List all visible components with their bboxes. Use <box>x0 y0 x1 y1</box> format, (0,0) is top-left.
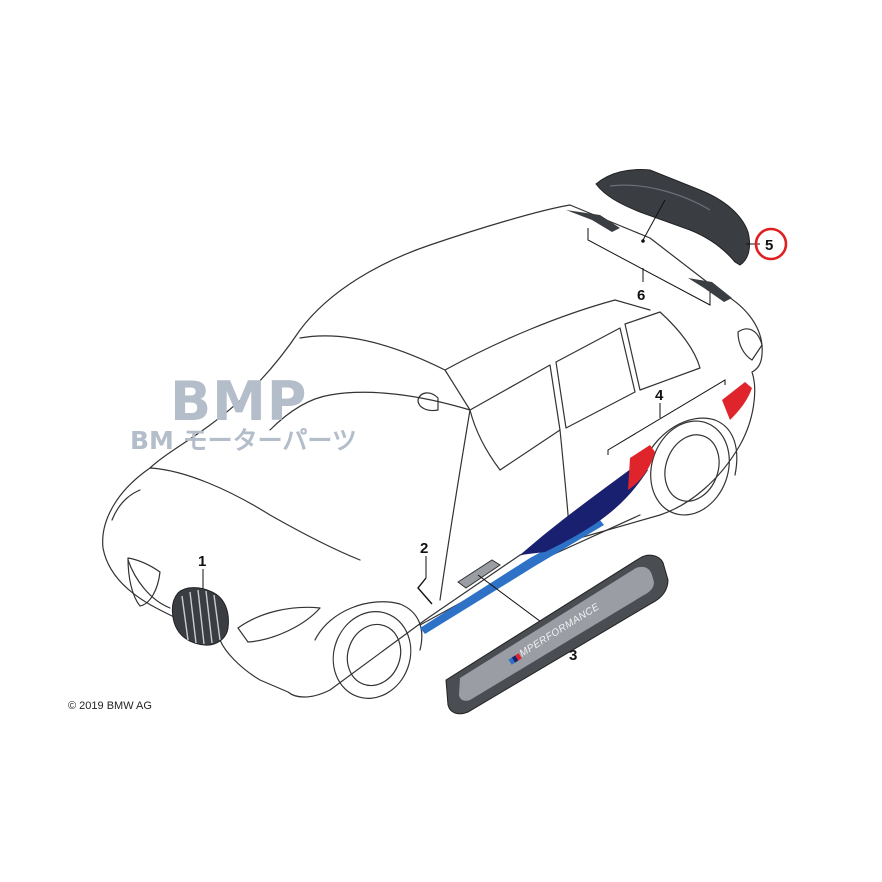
side-mirror <box>417 392 439 412</box>
front-wheel-arch <box>314 601 423 651</box>
callout-label-4: 4 <box>655 387 664 404</box>
rear-wheel-inner <box>664 434 720 502</box>
windshield <box>269 335 471 431</box>
quarter-window <box>624 311 701 391</box>
spoiler-highlight <box>609 184 711 211</box>
front-wheel-inner <box>346 623 402 687</box>
kidney-grille: 1 <box>171 553 229 646</box>
entry-light-bracket <box>417 577 433 605</box>
car-body <box>102 204 763 698</box>
roof-trim-rear <box>688 278 732 302</box>
door-entry-light: 2 <box>417 540 433 605</box>
watermark: BMP BM モーターパーツ <box>130 370 357 455</box>
front-bumper <box>111 489 171 609</box>
rear-wheel-arch <box>639 417 738 476</box>
decal-red-rear <box>722 382 752 420</box>
roof-rail-trims: 6 <box>566 199 732 306</box>
car-outline <box>102 204 763 699</box>
front-side-window <box>469 364 561 471</box>
side-decals: 4 <box>420 379 752 634</box>
callout-label-6: 6 <box>637 287 645 304</box>
callout-label-1: 1 <box>198 553 206 570</box>
watermark-title: BMP <box>170 370 307 433</box>
callout-label-5: 5 <box>765 237 773 254</box>
callout-bracket-4 <box>607 379 726 455</box>
callout-bracket-6 <box>587 228 711 306</box>
front-door-line <box>439 409 471 601</box>
trim-leader-dot <box>641 239 645 243</box>
sill-plate-on-car <box>457 559 501 589</box>
spoiler-body <box>595 169 751 266</box>
front-wheel <box>332 611 412 699</box>
a-pillar <box>444 299 651 371</box>
copyright-notice: © 2019 BMW AG <box>68 700 152 712</box>
rear-wheel <box>650 420 730 516</box>
callout-label-2: 2 <box>420 540 428 557</box>
callout-label-3: 3 <box>569 647 577 664</box>
headlight <box>237 606 321 643</box>
rear-side-window <box>555 327 636 429</box>
watermark-subtitle: BM モーターパーツ <box>130 426 357 455</box>
decal-red-front <box>628 445 655 490</box>
tail-light <box>737 328 763 361</box>
door-sill-plate: MPERFORMANCE 3 <box>445 554 669 715</box>
spoiler-to-trim-leader <box>642 199 666 241</box>
m-logo <box>508 653 522 665</box>
decal-blue-stripe <box>420 520 604 634</box>
kidney-grille-slats <box>181 589 221 645</box>
callout-highlight-circle-5 <box>754 227 788 261</box>
sill-plate-face <box>459 566 654 701</box>
rear-spoiler: 5 <box>595 169 788 266</box>
decal-navy-main <box>520 462 648 555</box>
front-intake <box>127 557 161 607</box>
roof-trim-front <box>566 210 620 232</box>
hood-line <box>149 467 361 561</box>
